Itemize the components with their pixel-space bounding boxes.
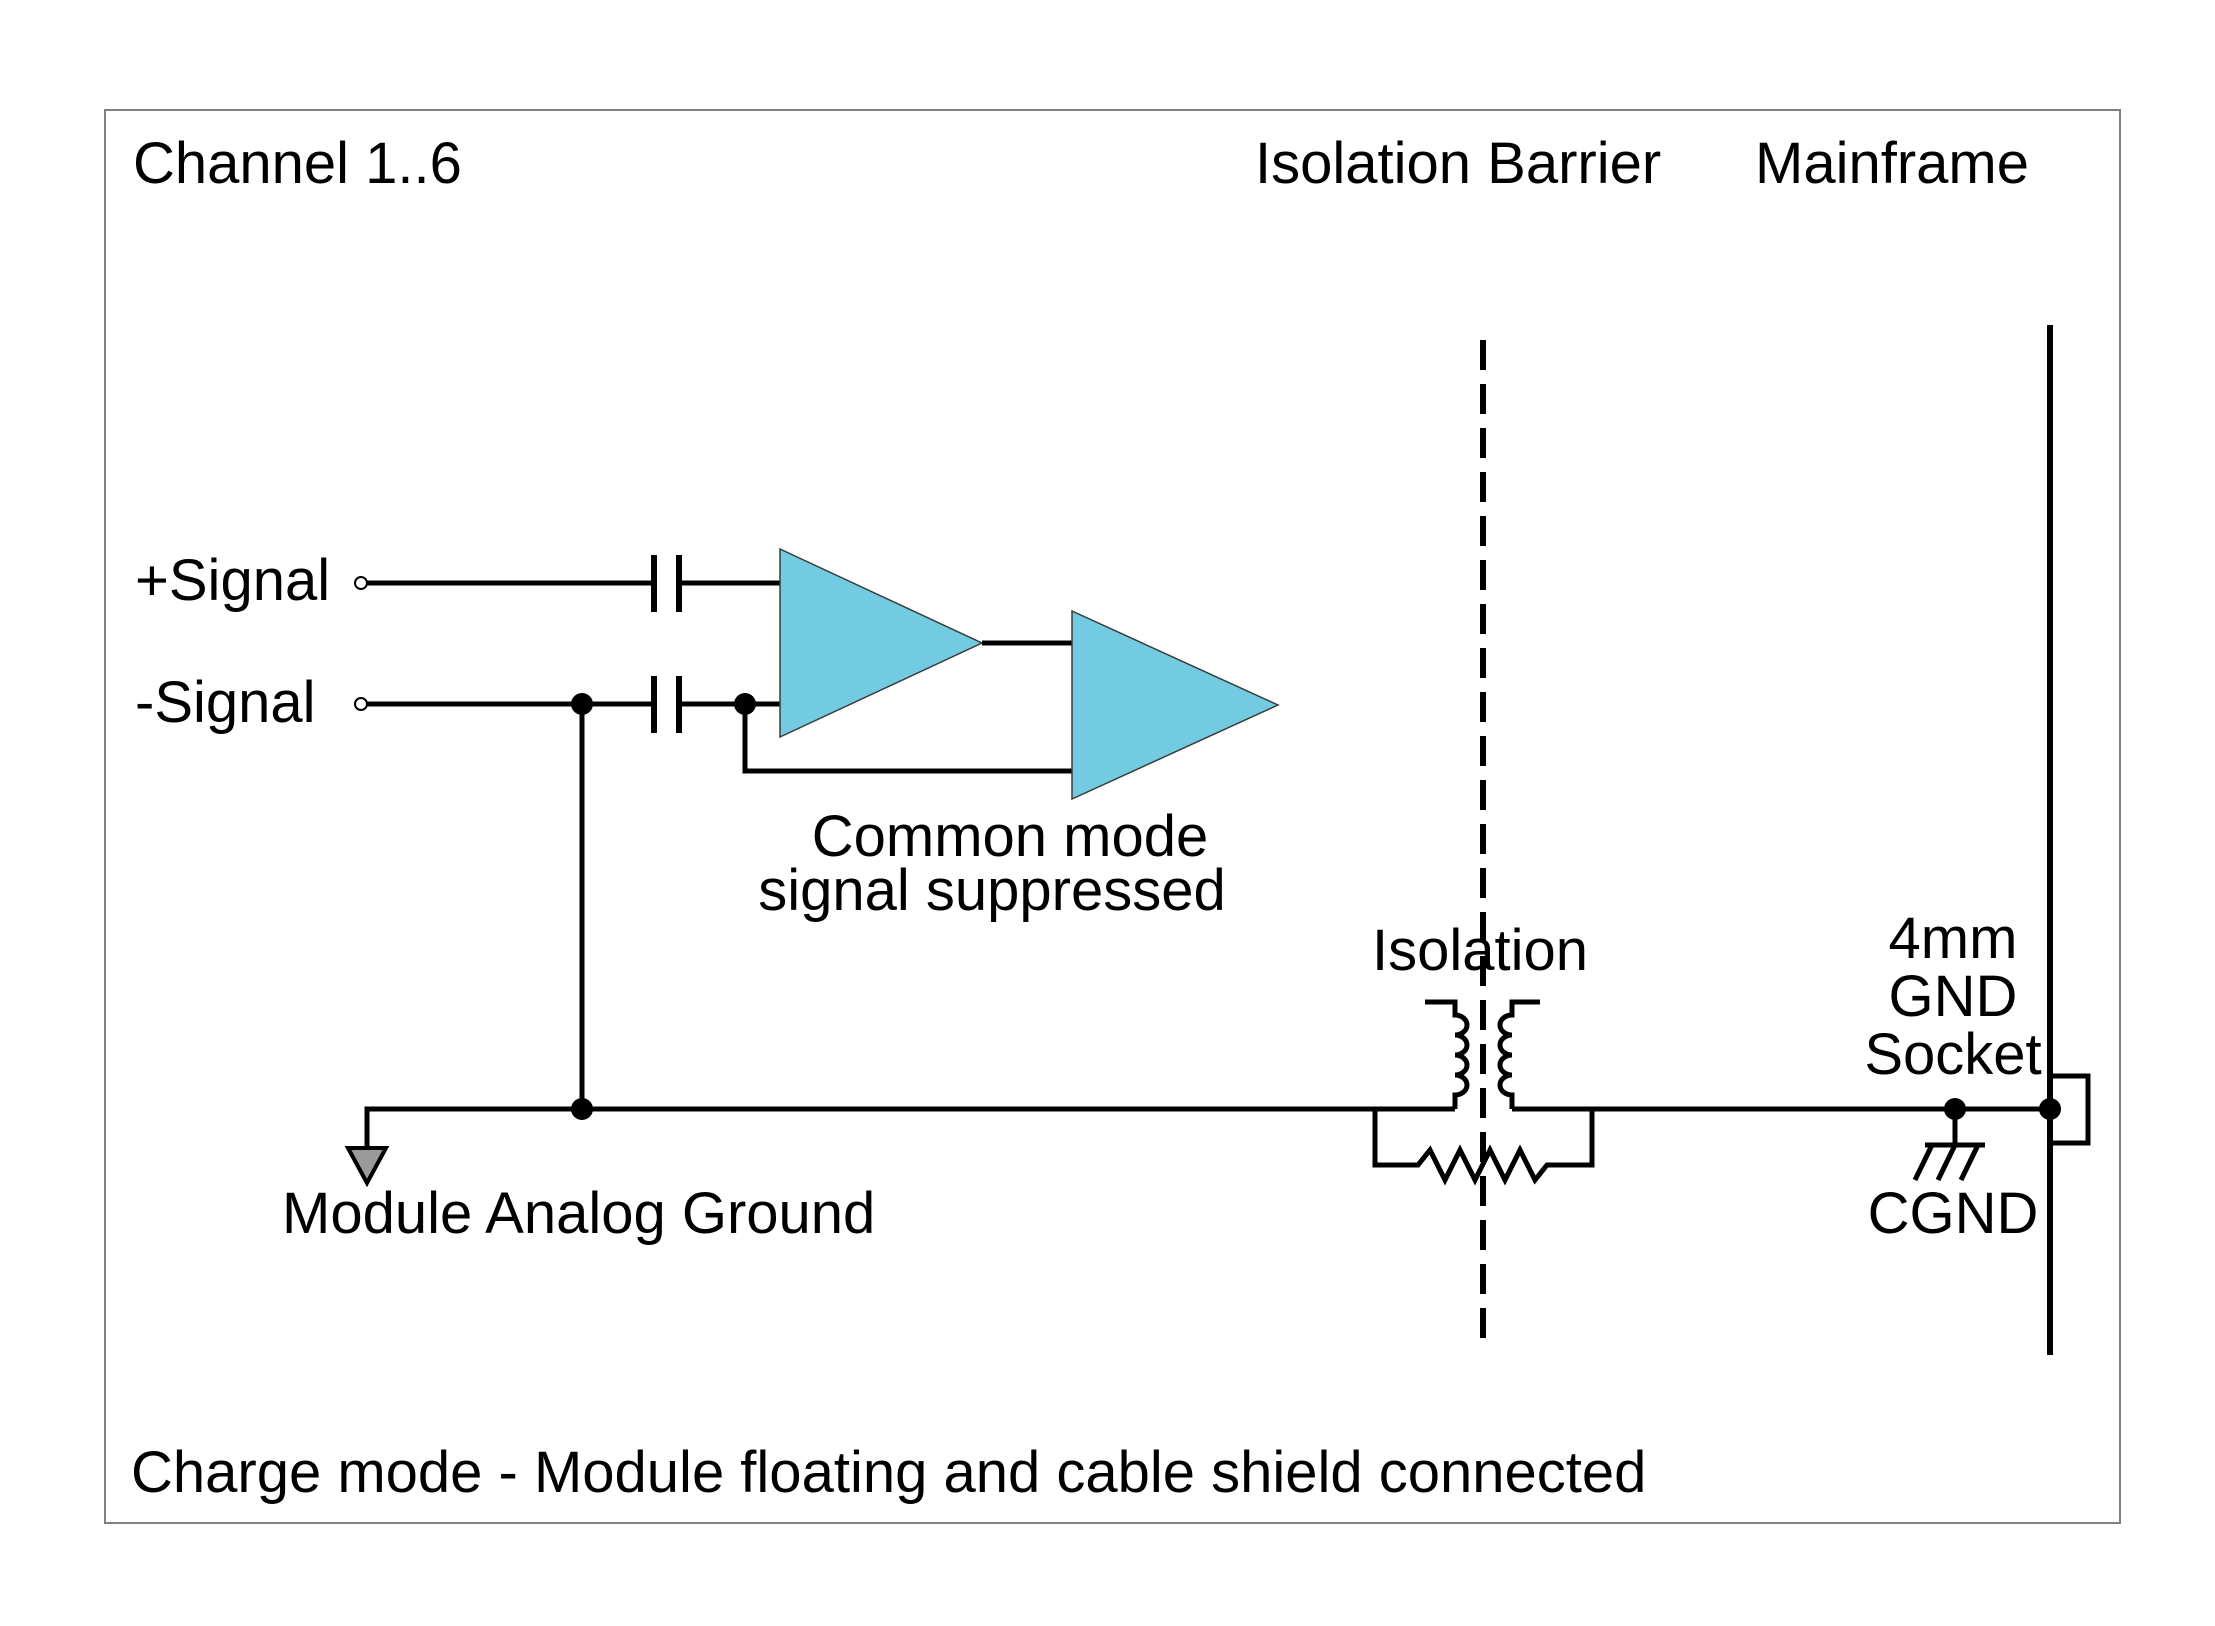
diagram-frame — [104, 109, 2121, 1524]
plus-signal-capacitor — [651, 555, 682, 612]
isolation-resistor — [1372, 1109, 1595, 1186]
junction-dot — [734, 693, 756, 715]
junction-dot — [571, 693, 593, 715]
mainframe-label: Mainframe — [1755, 131, 2029, 196]
gnd-socket-label-line2: GND — [1889, 964, 2018, 1029]
common-mode-wire — [742, 704, 1072, 774]
common-mode-label-line1: Common mode — [812, 804, 1208, 869]
junction-dot — [571, 1098, 593, 1120]
minus-signal-label: -Signal — [135, 670, 316, 735]
plus-signal-terminal — [354, 576, 368, 590]
gnd-socket-bracket — [2050, 1073, 2091, 1146]
minus-signal-terminal — [354, 697, 368, 711]
module-analog-ground-label: Module Analog Ground — [282, 1181, 875, 1246]
gnd-socket-label-line3: Socket — [1864, 1022, 2041, 1087]
common-mode-label-line2: signal suppressed — [758, 858, 1226, 923]
isolation-transformer — [1425, 999, 1540, 1109]
cgnd-label: CGND — [1868, 1181, 2039, 1246]
differential-amplifier — [779, 547, 984, 739]
output-amplifier — [1071, 609, 1280, 801]
gnd-socket-label-line1: 4mm — [1889, 906, 2018, 971]
isolation-barrier-label: Isolation Barrier — [1255, 131, 1661, 196]
module-analog-ground-symbol — [344, 1146, 390, 1188]
minus-signal-capacitor — [651, 676, 682, 733]
junction-dot — [2039, 1098, 2061, 1120]
chassis-ground-symbol — [1912, 1109, 1985, 1182]
ground-rail-left — [364, 1106, 1455, 1148]
isolation-label: Isolation — [1372, 918, 1588, 983]
caption: Charge mode - Module floating and cable … — [131, 1440, 1646, 1505]
channel-label: Channel 1..6 — [133, 131, 462, 196]
plus-signal-label: +Signal — [135, 548, 330, 613]
